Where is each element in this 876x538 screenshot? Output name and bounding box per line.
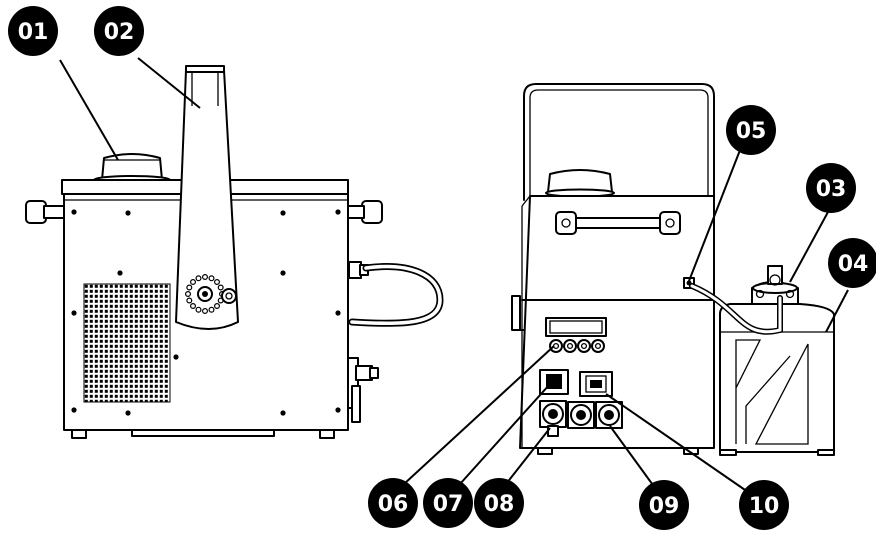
leader-02 — [137, 57, 201, 109]
control-buttons — [549, 339, 605, 353]
callout-04-label: 04 — [838, 252, 869, 277]
tilt-ring-hole — [195, 275, 202, 282]
tilt-ring-hole — [202, 274, 209, 281]
side-fluid-hose — [348, 261, 444, 327]
tilt-ring-hole — [202, 308, 209, 315]
callout-06-label: 06 — [378, 492, 409, 517]
callout-10-label: 10 — [749, 494, 780, 519]
callout-04: 04 — [828, 238, 876, 288]
callout-03: 03 — [806, 163, 856, 213]
leader-03 — [789, 211, 829, 283]
leader-05 — [688, 144, 743, 282]
leader-lines — [59, 57, 849, 493]
callout-01: 01 — [8, 6, 58, 56]
side-view-machine — [25, 65, 444, 439]
tilt-ring-hole — [186, 297, 193, 304]
tilt-ring-hole — [208, 275, 215, 282]
callout-07-label: 07 — [433, 492, 464, 517]
leader-10 — [605, 393, 749, 493]
rear-fluid-hose — [689, 283, 783, 335]
fluid-tank — [719, 265, 835, 456]
leader-07 — [459, 383, 551, 485]
tilt-ring-hole — [195, 306, 202, 313]
tilt-ring-hole — [185, 291, 192, 298]
callout-08-label: 08 — [484, 492, 515, 517]
leader-09 — [609, 425, 659, 493]
callout-05: 05 — [726, 105, 776, 155]
callout-08: 08 — [474, 478, 524, 528]
vent-grille — [83, 283, 171, 403]
tilt-ring-hole — [190, 303, 197, 310]
side-fittings — [347, 357, 379, 423]
tilt-ring-hole — [208, 306, 215, 313]
control-panel — [545, 317, 607, 353]
nozzle-arm — [175, 65, 239, 330]
leader-01 — [59, 59, 119, 161]
rear-carry-handle — [555, 211, 681, 235]
lcd-display — [545, 317, 607, 337]
tilt-ring-hole — [186, 284, 193, 291]
tilt-lock-knob — [221, 288, 237, 304]
fuse-holder — [579, 371, 613, 397]
callout-02-label: 02 — [104, 20, 135, 45]
callout-09: 09 — [639, 480, 689, 530]
tank-cap — [751, 265, 799, 305]
callout-07: 07 — [423, 478, 473, 528]
tilt-ring-hole — [214, 303, 221, 310]
leader-06 — [403, 345, 555, 485]
callout-09-label: 09 — [649, 494, 680, 519]
tilt-ring-hole — [214, 279, 221, 286]
rear-frame — [511, 83, 715, 331]
dmx-connectors — [567, 401, 623, 429]
callout-10: 10 — [739, 480, 789, 530]
side-handle-left — [25, 200, 65, 224]
tilt-ring-hole — [217, 284, 224, 291]
callout-02: 02 — [94, 6, 144, 56]
leader-04 — [825, 289, 849, 333]
callout-06: 06 — [368, 478, 418, 528]
side-handle-right — [345, 200, 383, 224]
rear-top-cap — [545, 169, 615, 198]
leader-08 — [505, 427, 551, 485]
callout-05-label: 05 — [736, 119, 767, 144]
callout-01-label: 01 — [18, 20, 49, 45]
tilt-ring-hole — [190, 279, 197, 286]
rear-view-machine — [511, 83, 835, 456]
power-inlet — [539, 400, 567, 437]
callout-03-label: 03 — [816, 177, 847, 202]
